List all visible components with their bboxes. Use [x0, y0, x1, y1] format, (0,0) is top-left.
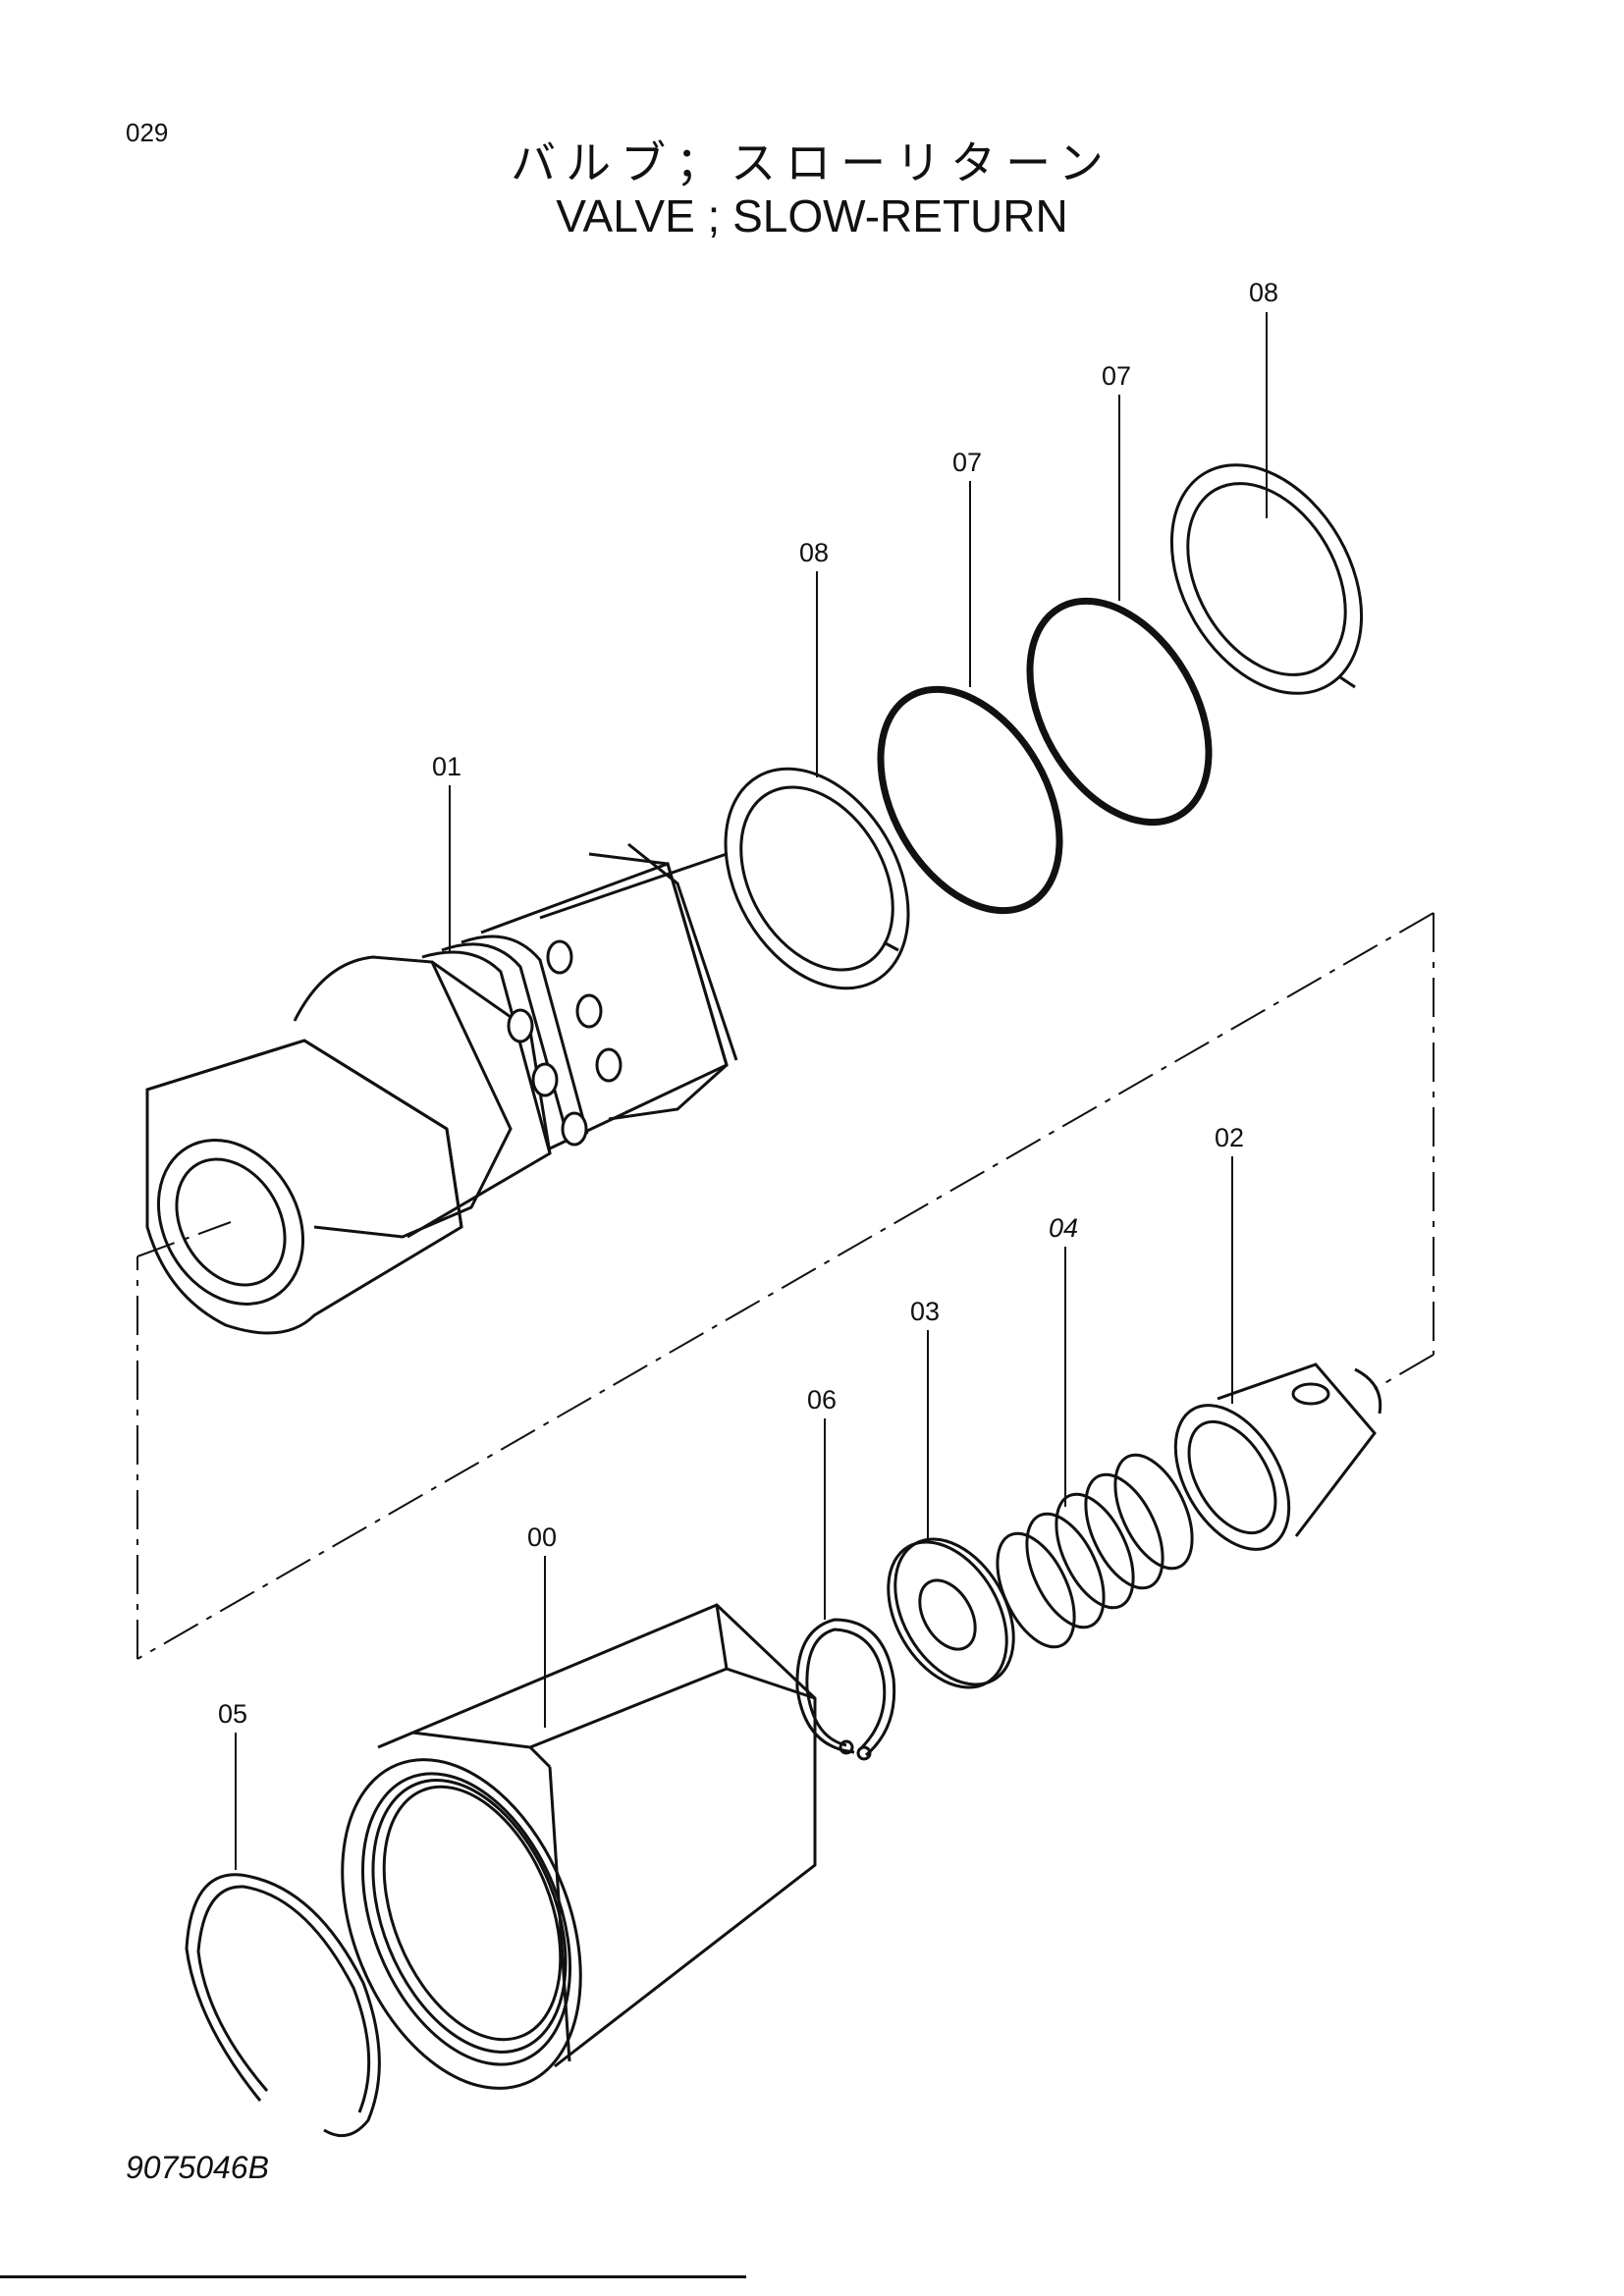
- callout-07-left: 07: [952, 448, 982, 477]
- callout-04: 04: [1049, 1213, 1078, 1243]
- part-07-o-ring-right: [1026, 597, 1213, 827]
- assembly-axis-lines: [136, 912, 1435, 1660]
- title-english: VALVE ; SLOW-RETURN: [556, 190, 1068, 241]
- callout-leaders: [235, 312, 1268, 1870]
- part-02-spool: [1173, 1362, 1382, 1551]
- part-07-o-ring-left: [877, 685, 1063, 915]
- callout-07-right: 07: [1102, 361, 1131, 391]
- callout-03: 03: [910, 1297, 940, 1326]
- callout-06: 06: [807, 1385, 837, 1415]
- part-03-washer: [887, 1537, 1015, 1689]
- callout-05: 05: [218, 1699, 247, 1729]
- callout-02: 02: [1215, 1123, 1244, 1152]
- callout-08-top: 08: [1249, 278, 1278, 307]
- drawing-code: 9075046B: [126, 2150, 269, 2185]
- footer-rule: [0, 2275, 746, 2278]
- callout-01: 01: [432, 752, 461, 781]
- page-number: 029: [126, 118, 169, 147]
- part-01-valve-body: [145, 842, 738, 1335]
- title-japanese: バルブ；スローリターン: [511, 136, 1113, 189]
- callout-08-mid: 08: [799, 538, 829, 567]
- part-00-hex-sleeve: [341, 1603, 817, 2090]
- part-04-spring: [996, 1453, 1194, 1649]
- part-05-retaining-ring: [185, 1873, 381, 2138]
- part-08-backup-ring-right: [1169, 463, 1364, 695]
- callout-00: 00: [527, 1522, 557, 1552]
- part-06-snap-ring: [795, 1618, 896, 1761]
- part-08-backup-ring-left: [724, 767, 910, 990]
- callout-labels: 08 07 07 08 01 02 04 03 06 00 05: [218, 278, 1278, 1729]
